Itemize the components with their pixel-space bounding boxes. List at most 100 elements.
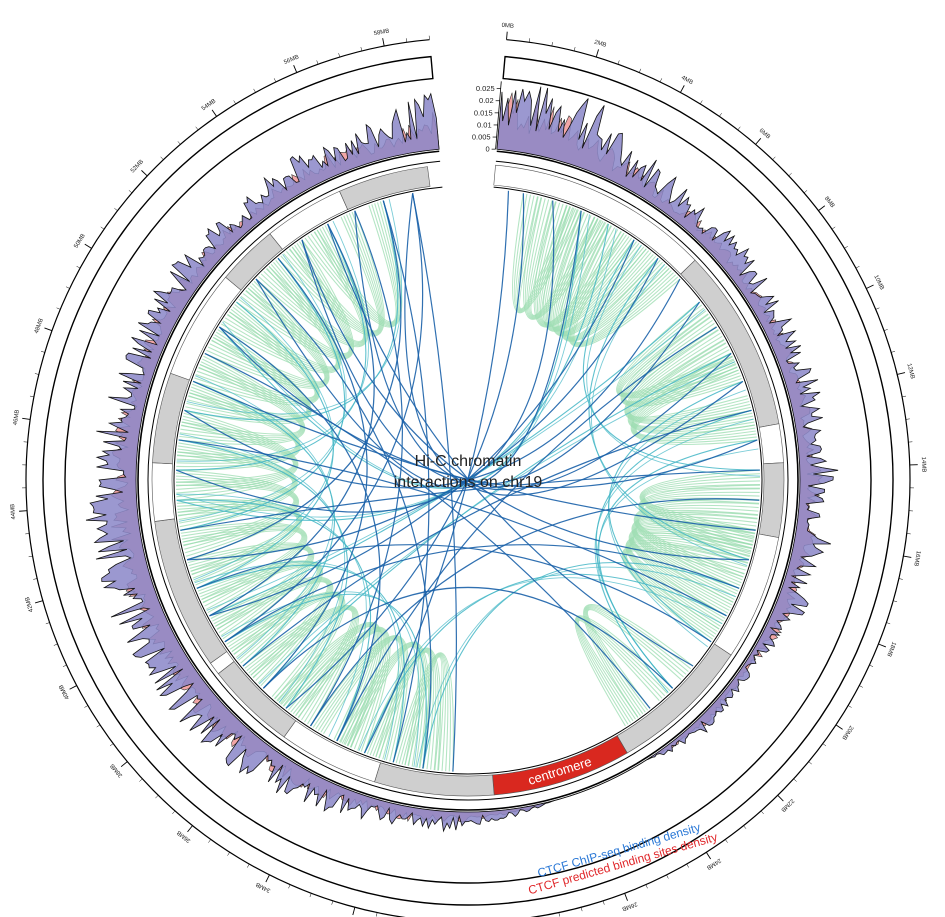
minor-tick <box>743 825 747 829</box>
local-interaction-link <box>283 625 377 742</box>
local-interaction-link <box>181 366 302 435</box>
local-interaction-link <box>633 499 760 589</box>
major-tick <box>624 893 628 901</box>
local-interaction-link <box>312 635 407 762</box>
local-interaction-link <box>211 287 327 384</box>
local-interaction-link <box>285 626 391 754</box>
local-interaction-link <box>401 654 447 771</box>
local-interaction-link <box>220 259 341 372</box>
major-tick <box>19 510 28 512</box>
local-interaction-link <box>622 544 749 640</box>
tick-label: 50MB <box>73 233 86 250</box>
local-interaction-link <box>189 339 308 416</box>
mid-range-interaction-link <box>582 239 760 471</box>
local-interaction-link <box>624 326 752 425</box>
major-tick <box>293 64 298 73</box>
title-line-1: Hi-C chromatin <box>415 453 522 470</box>
tick-label: 36MB <box>176 829 192 843</box>
minor-tick <box>195 126 199 131</box>
minor-tick <box>659 78 663 83</box>
minor-tick <box>529 38 531 43</box>
local-interaction-link <box>585 607 687 713</box>
density-axis-label: 0 <box>485 145 489 154</box>
mid-range-interaction-link <box>196 301 334 589</box>
local-interaction-link <box>210 577 333 687</box>
local-interaction-link <box>512 193 582 314</box>
major-tick <box>211 109 217 117</box>
mid-range-interaction-link <box>192 380 336 667</box>
mid-range-interaction-link <box>176 223 367 471</box>
density-axis-label: 0.015 <box>474 108 493 117</box>
local-interaction-link <box>626 534 752 627</box>
minor-tick <box>551 42 553 47</box>
long-range-interaction-link <box>224 193 424 643</box>
tick-label: 46MB <box>13 409 21 425</box>
outer-ideogram-ring <box>25 39 911 917</box>
minor-tick <box>700 100 703 105</box>
tick-label: 44MB <box>10 504 17 520</box>
tick-label: 8MB <box>823 196 835 209</box>
local-interaction-link <box>252 609 354 716</box>
local-interaction-link <box>633 362 756 440</box>
major-tick <box>44 327 53 332</box>
density-axis-label: 0.02 <box>479 96 494 105</box>
local-interaction-link <box>630 349 754 430</box>
tick-label: 38MB <box>110 762 125 778</box>
local-interaction-link <box>395 653 451 772</box>
minor-tick <box>253 88 256 93</box>
major-tick <box>120 761 128 768</box>
major-tick <box>777 794 784 802</box>
local-interaction-link <box>404 655 445 771</box>
mid-range-interaction-link <box>608 389 746 648</box>
local-interaction-link <box>627 339 755 435</box>
minor-tick <box>898 578 903 580</box>
long-range-interaction-link <box>301 239 701 486</box>
mid-range-interaction-link <box>358 577 723 752</box>
local-interaction-link <box>586 609 682 709</box>
tick-label: 26MB <box>621 900 638 911</box>
long-range-interaction-link <box>219 326 381 742</box>
local-interaction-link <box>187 543 314 640</box>
minor-tick <box>580 907 583 912</box>
local-interaction-link <box>641 497 760 549</box>
minor-tick <box>639 68 642 73</box>
local-interaction-link <box>524 197 607 320</box>
minor-tick <box>208 839 211 843</box>
mid-range-interaction-link <box>179 433 345 703</box>
local-interaction-link <box>631 511 758 603</box>
local-interaction-link <box>176 383 301 468</box>
mid-range-interaction-link <box>262 352 732 689</box>
local-interaction-link <box>517 196 571 311</box>
minor-tick <box>848 705 852 708</box>
minor-tick <box>645 884 648 889</box>
major-tick <box>680 85 685 93</box>
local-interaction-link <box>176 499 303 589</box>
local-interaction-link <box>176 421 295 487</box>
local-interaction-link <box>635 369 755 437</box>
tick-label: 2MB <box>593 40 607 49</box>
major-tick <box>835 724 843 730</box>
local-interaction-link <box>247 248 350 354</box>
long-range-interaction-link <box>382 200 430 763</box>
legend: CTCF ChIP-seq binding density CTCF predi… <box>527 820 719 897</box>
outer-circle <box>25 39 911 917</box>
local-interaction-link <box>513 193 579 313</box>
local-interaction-link <box>624 547 746 635</box>
tick-label: 24MB <box>705 857 721 871</box>
local-interaction-link <box>175 481 296 547</box>
local-interaction-link <box>265 229 365 343</box>
local-interaction-link <box>623 322 740 404</box>
minor-tick <box>84 705 88 708</box>
minor-tick <box>737 126 741 131</box>
local-interaction-link <box>398 653 449 772</box>
local-interaction-link <box>238 241 354 359</box>
mid-range-interaction-link <box>588 257 750 561</box>
local-interaction-link <box>635 522 756 589</box>
mid-range-interaction-link <box>195 375 334 660</box>
local-interaction-link <box>642 480 761 537</box>
local-interaction-link <box>310 635 409 763</box>
local-interaction-link <box>641 494 760 552</box>
long-range-interaction-link <box>186 200 402 561</box>
minor-tick <box>902 395 907 398</box>
long-range-interaction-link <box>242 409 752 667</box>
